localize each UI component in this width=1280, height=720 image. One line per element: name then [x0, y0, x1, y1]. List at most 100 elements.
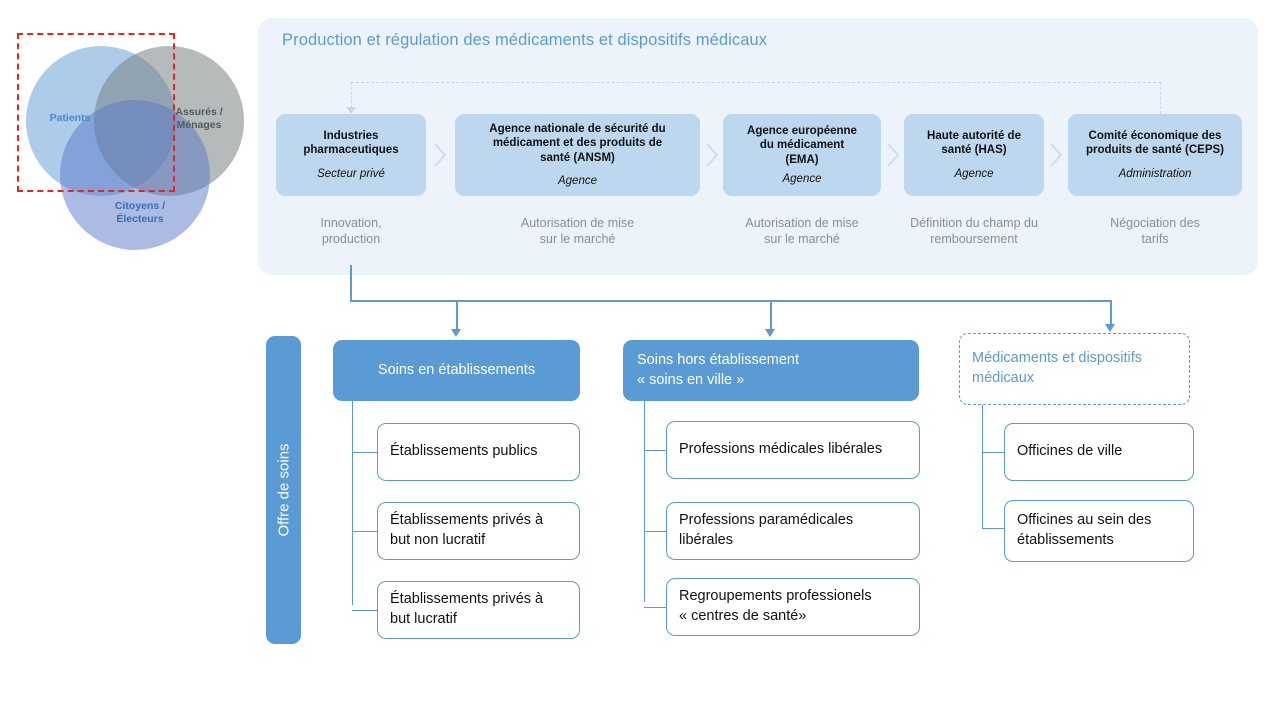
process-step-1-caption-line2: production — [321, 232, 381, 247]
process-step-2-caption: Autorisation de mise sur le marché — [455, 215, 700, 248]
process-step-has[interactable]: Haute autorité de santé (HAS) Agence — [904, 114, 1044, 196]
tree-leaf-regroupements-professionels[interactable]: Regroupements professionels « centres de… — [666, 578, 920, 636]
process-step-2-name-line3: santé (ANSM) — [540, 151, 615, 164]
process-step-3-type: Agence — [782, 172, 822, 185]
process-step-2-name: Agence nationale de sécurité du médicame… — [489, 122, 665, 165]
venn-diagram: Patients Assurés / Ménages Citoyens / Él… — [14, 28, 254, 250]
tree-leaf-professions-paramedicales-liberales[interactable]: Professions paramédicales libérales — [666, 502, 920, 560]
process-step-3-name-line3: (EMA) — [785, 153, 819, 166]
feedback-loop-left-line — [351, 82, 352, 108]
process-step-5-caption-line1: Négociation des — [1110, 216, 1200, 230]
process-step-1-name-line1: Industries — [323, 129, 379, 142]
process-step-1-caption-line1: Innovation, — [320, 216, 382, 230]
tree-leaf-col3-1-line1: Officines de ville — [1017, 443, 1123, 460]
tree-leaf-col2-3-line2: « centres de santé» — [679, 608, 807, 624]
process-step-4-name-line1: Haute autorité de — [927, 129, 1021, 142]
offre-de-soins-label: Offre de soins — [275, 443, 292, 537]
process-step-4-name: Haute autorité de santé (HAS) — [927, 129, 1021, 158]
tree-leaf-col1-2-line2: but non lucratif — [390, 532, 486, 548]
tree-leaf-col1-3-line2: but lucratif — [390, 611, 457, 627]
process-step-industries-pharmaceutiques[interactable]: Industries pharmaceutiques Secteur privé — [276, 114, 426, 196]
tree-leaf-col2-3-line1: Regroupements professionels — [679, 588, 872, 605]
tree-leaf-col3-2-line1: Officines au sein des — [1017, 512, 1152, 529]
tree-leaf-etablissements-publics[interactable]: Établissements publics — [377, 423, 580, 481]
tree-branch-col2-3 — [644, 607, 666, 609]
process-step-4-type: Agence — [954, 167, 994, 180]
process-step-5-name-line2: produits de santé (CEPS) — [1085, 144, 1225, 157]
offre-de-soins-sidebar: Offre de soins — [266, 336, 301, 644]
panel-title: Production et régulation des médicaments… — [282, 31, 768, 49]
tree-branch-col1-3 — [352, 610, 377, 612]
connector-arrow-medicaments-icon — [1105, 324, 1115, 332]
connector-horizontal-bus — [350, 300, 1111, 302]
process-step-3-name-line1: Agence européenne — [747, 124, 857, 137]
tree-header-soins-hors-etablissement[interactable]: Soins hors établissement « soins en vill… — [623, 340, 919, 401]
process-step-2-name-line1: Agence nationale de sécurité du — [489, 122, 666, 135]
venn-label-patients: Patients — [49, 112, 91, 124]
process-step-1-name: Industries pharmaceutiques — [303, 129, 398, 158]
tree-header-soins-en-etablissements-label: Soins en établissements — [377, 361, 536, 378]
tree-leaf-officines-au-sein-des-etablissements[interactable]: Officines au sein des établissements — [1004, 500, 1194, 562]
process-step-4-caption: Définition du champ du remboursement — [890, 215, 1058, 248]
tree-leaf-etablissements-prives-lucratif[interactable]: Établissements privés à but lucratif — [377, 581, 580, 639]
process-step-3-caption: Autorisation de mise sur le marché — [715, 215, 889, 248]
chevron-right-icon-4 — [1047, 141, 1065, 169]
tree-branch-col2-1 — [644, 450, 666, 452]
tree-spine-col2 — [644, 401, 646, 602]
tree-leaf-etablissements-prives-non-lucratif[interactable]: Établissements privés à but non lucratif — [377, 502, 580, 560]
process-step-3-name-line2: du médicament — [759, 139, 845, 152]
tree-leaf-col1-2-line1: Établissements privés à — [390, 512, 544, 529]
tree-header-soins-en-etablissements[interactable]: Soins en établissements — [333, 340, 580, 401]
chevron-right-icon-3 — [884, 141, 902, 169]
feedback-loop-arrow-icon — [346, 107, 356, 114]
process-step-2-type: Agence — [557, 174, 597, 187]
process-step-5-name: Comité économique des produits de santé … — [1086, 129, 1224, 158]
connector-branch-soins-ville — [770, 300, 772, 330]
chevron-right-icon-2 — [703, 141, 721, 169]
tree-spine-col3 — [982, 405, 984, 529]
process-step-ema[interactable]: Agence européenne du médicament (EMA) Ag… — [723, 114, 881, 196]
process-step-1-caption: Innovation, production — [276, 215, 426, 248]
process-step-ceps[interactable]: Comité économique des produits de santé … — [1068, 114, 1242, 196]
venn-label-citoyens-line2: Électeurs — [116, 213, 164, 226]
process-step-ansm[interactable]: Agence nationale de sécurité du médicame… — [455, 114, 700, 196]
process-step-4-name-line2: santé (HAS) — [941, 144, 1007, 157]
feedback-loop-right-line — [1160, 82, 1161, 114]
tree-header-col3-line1: Médicaments et dispositifs — [972, 350, 1143, 367]
process-step-2-caption-line1: Autorisation de mise — [520, 216, 635, 230]
venn-label-assures-line2: Ménages — [176, 119, 222, 132]
process-step-4-caption-line2: remboursement — [930, 232, 1018, 247]
tree-branch-col3-2 — [982, 528, 1004, 530]
process-step-5-name-line1: Comité économique des — [1088, 129, 1222, 142]
tree-spine-col1 — [352, 401, 354, 605]
connector-arrow-soins-etablissements-icon — [451, 329, 461, 337]
process-step-1-type: Secteur privé — [317, 167, 385, 180]
tree-leaf-col2-1-line1: Professions médicales libérales — [679, 441, 883, 458]
connector-down-from-panel — [350, 265, 352, 301]
tree-leaf-col1-3-line1: Établissements privés à — [390, 591, 544, 608]
tree-header-col2-line2: « soins en ville » — [637, 371, 745, 388]
tree-leaf-col2-2-line2: libérales — [679, 532, 733, 548]
tree-leaf-col1-1-line1: Établissements publics — [390, 443, 538, 460]
process-step-4-caption-line1: Définition du champ du — [910, 216, 1038, 230]
process-step-3-name: Agence européenne du médicament (EMA) — [747, 124, 857, 167]
venn-highlight-rectangle — [17, 33, 175, 192]
venn-label-citoyens-line1: Citoyens / — [114, 200, 166, 212]
tree-branch-col1-1 — [352, 452, 377, 454]
tree-header-col3-line2: médicaux — [972, 370, 1035, 386]
process-step-2-caption-line2: sur le marché — [539, 232, 616, 247]
process-step-5-type: Administration — [1118, 167, 1192, 180]
tree-leaf-col2-2-line1: Professions paramédicales — [679, 512, 854, 529]
tree-branch-col1-2 — [352, 531, 377, 533]
connector-arrow-soins-ville-icon — [765, 329, 775, 337]
process-step-3-caption-line2: sur le marché — [764, 232, 840, 247]
tree-leaf-professions-medicales-liberales[interactable]: Professions médicales libérales — [666, 421, 920, 479]
tree-leaf-officines-de-ville[interactable]: Officines de ville — [1004, 423, 1194, 481]
process-step-3-caption-line1: Autorisation de mise — [745, 216, 859, 230]
tree-leaf-col3-2-line2: établissements — [1017, 532, 1114, 548]
tree-header-medicaments-dispositifs-medicaux[interactable]: Médicaments et dispositifs médicaux — [959, 333, 1190, 405]
process-step-5-caption-line2: tarifs — [1141, 232, 1169, 247]
venn-circle-citoyens-electeurs — [60, 100, 210, 250]
venn-label-assures-line1: Assurés / — [175, 106, 223, 118]
